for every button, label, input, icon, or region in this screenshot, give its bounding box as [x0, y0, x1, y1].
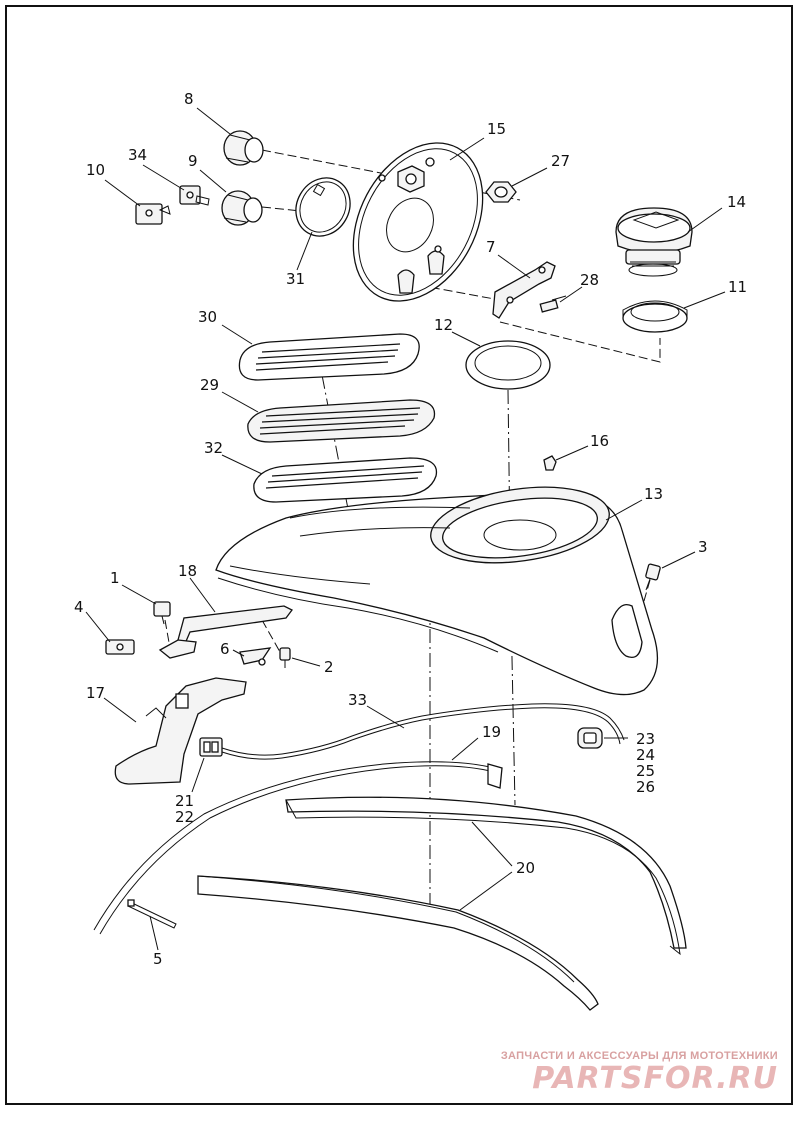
- part-7-bracket: [492, 261, 556, 319]
- callout-12: 12: [434, 316, 453, 334]
- callout-28: 28: [580, 271, 599, 289]
- callout-21: 21: [175, 792, 194, 810]
- callout-2: 2: [324, 658, 334, 676]
- callout-20: 20: [516, 859, 535, 877]
- part-2-screw: [279, 647, 291, 668]
- callout-6: 6: [220, 640, 230, 658]
- part-8-socket: [223, 130, 264, 166]
- callout-11: 11: [728, 278, 747, 296]
- part-32-grille: [253, 457, 438, 503]
- part-5-cable-tie: [127, 899, 177, 929]
- callout-33: 33: [348, 691, 367, 709]
- part-12-gasket: [465, 340, 551, 390]
- part-3-screw: [645, 563, 661, 591]
- callout-26: 26: [636, 778, 655, 796]
- callout-19: 19: [482, 723, 501, 741]
- part-1-bolt: [153, 601, 171, 625]
- part-10-clip: [135, 203, 171, 225]
- part-30-grille: [238, 333, 420, 381]
- part-19-hose: [93, 761, 503, 935]
- callout-8: 8: [184, 90, 194, 108]
- part-11-seal: [622, 300, 688, 333]
- callout-16: 16: [590, 432, 609, 450]
- part-6-clip: [239, 647, 272, 666]
- callout-34: 34: [128, 146, 147, 164]
- callout-labels: 8 34 9 10 31 15 27 7 28 14 11 12 30 29 3…: [74, 90, 747, 968]
- callout-13: 13: [644, 485, 663, 503]
- part-13-console: [215, 486, 658, 696]
- part-33-wire-harness: [221, 703, 625, 760]
- callout-30: 30: [198, 308, 217, 326]
- part-31-gasket: [295, 177, 351, 237]
- callout-24: 24: [636, 746, 655, 764]
- watermark: ЗАПЧАСТИ И АКСЕССУАРЫ ДЛЯ МОТОТЕХНИКИ PA…: [448, 1050, 778, 1096]
- callout-31: 31: [286, 270, 305, 288]
- part-34-clip: [179, 185, 210, 206]
- part-17-sensor-bracket: [114, 677, 247, 785]
- callout-14: 14: [727, 193, 746, 211]
- part-23-connector: [577, 727, 603, 749]
- callout-4: 4: [74, 598, 84, 616]
- callout-15: 15: [487, 120, 506, 138]
- callout-23: 23: [636, 730, 655, 748]
- callout-27: 27: [551, 152, 570, 170]
- part-9-socket: [221, 190, 263, 226]
- watermark-caption: ЗАПЧАСТИ И АКСЕССУАРЫ ДЛЯ МОТОТЕХНИКИ: [500, 1050, 778, 1062]
- callout-9: 9: [188, 152, 198, 170]
- diagram-frame: [5, 5, 793, 1105]
- part-15-backplate: [352, 142, 484, 302]
- callout-29: 29: [200, 376, 219, 394]
- part-4-clip: [105, 639, 135, 655]
- part-29-grille: [247, 399, 436, 443]
- callout-17: 17: [86, 684, 105, 702]
- part-18-bracket: [158, 605, 293, 659]
- callout-3: 3: [698, 538, 708, 556]
- callout-22: 22: [175, 808, 194, 826]
- leader-lines: [85, 107, 726, 951]
- watermark-logo: PARTSFOR.RU: [532, 1061, 778, 1096]
- callout-10: 10: [86, 161, 105, 179]
- callout-7: 7: [486, 238, 496, 256]
- callout-18: 18: [178, 562, 197, 580]
- part-27-nut: [485, 181, 517, 203]
- callout-5: 5: [153, 950, 163, 968]
- callout-25: 25: [636, 762, 655, 780]
- part-14-fuel-cap: [615, 207, 693, 277]
- part-20-trim-strips: [197, 796, 687, 1011]
- part-28-screw: [539, 295, 567, 313]
- callout-1: 1: [110, 569, 120, 587]
- callout-32: 32: [204, 439, 223, 457]
- part-16-plug: [543, 455, 557, 471]
- part-21-connector: [199, 737, 223, 757]
